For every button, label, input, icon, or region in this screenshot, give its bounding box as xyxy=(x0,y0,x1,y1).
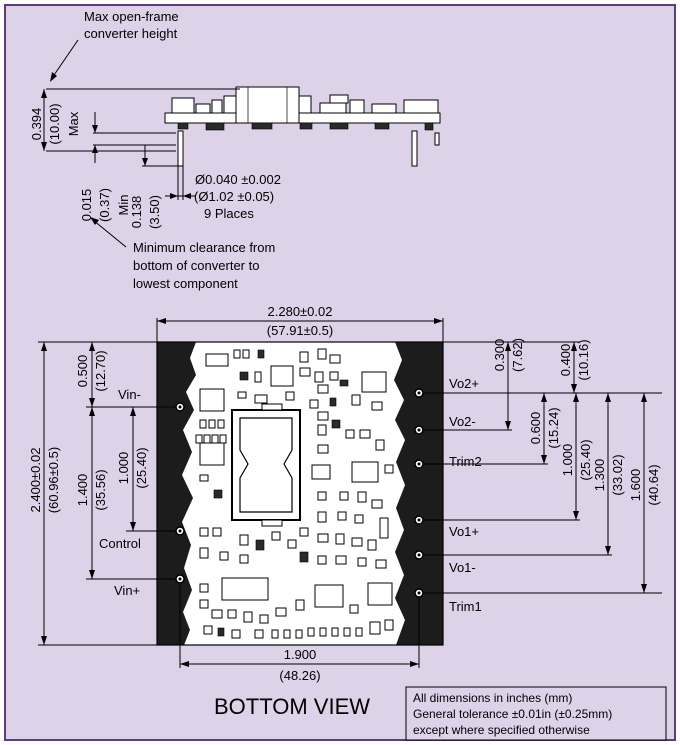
right-dim-3-mm: (25.40) xyxy=(578,439,593,480)
height-in: 0.394 xyxy=(29,108,44,141)
left-dim-1-in: 1.400 xyxy=(75,474,90,507)
notes-line2: General tolerance ±0.01in (±0.25mm) xyxy=(413,707,612,721)
side-board xyxy=(164,112,441,124)
left-edge-strip xyxy=(157,342,196,645)
notes-line1: All dimensions in inches (mm) xyxy=(413,691,572,705)
right-dim-5-mm: (40.64) xyxy=(646,464,661,505)
left-dim-2-in: 1.000 xyxy=(116,452,131,485)
pin-length-mm: (3.50) xyxy=(147,195,162,229)
right-dim-4-mm: (33.02) xyxy=(610,454,625,495)
height-mm: (10.00) xyxy=(47,103,62,144)
side-view: Max open-frame converter height xyxy=(29,9,441,291)
clearance-note-line2: bottom of converter to xyxy=(133,258,259,273)
right-dim-2-in: 0.600 xyxy=(528,412,543,445)
board-height-in: 2.400±0.02 xyxy=(28,448,43,513)
pin-diameter-mm: (Ø1.02 ±0.05) xyxy=(194,189,274,204)
clearance-qualifier: Min xyxy=(116,195,131,216)
board-width-mm: (57.91±0.5) xyxy=(267,323,333,338)
small-components xyxy=(195,348,394,639)
pin-label-vin-plus: Vin+ xyxy=(114,583,140,598)
clearance-in: 0.015 xyxy=(79,189,94,222)
board-width-in: 2.280±0.02 xyxy=(268,304,333,319)
right-dim-5-in: 1.600 xyxy=(628,469,643,502)
right-dim-4-in: 1.300 xyxy=(592,459,607,492)
left-dim-0-mm: (12.70) xyxy=(93,350,108,391)
clearance-note-line3: lowest component xyxy=(133,276,238,291)
pin-span-mm: (48.26) xyxy=(279,668,320,683)
pin-label-trim1: Trim1 xyxy=(449,599,482,614)
pin-span-in: 1.900 xyxy=(284,647,317,662)
left-dim-0-in: 0.500 xyxy=(75,355,90,388)
right-dim-1-in: 0.400 xyxy=(558,344,573,377)
height-note-line2: converter height xyxy=(84,26,178,41)
left-dim-2-mm: (25.40) xyxy=(134,447,149,488)
ics xyxy=(199,353,393,608)
bottom-view: 2.280±0.02 (57.91±0.5) 2.400±0.02 (60.96… xyxy=(28,304,662,719)
bottom-view-title: BOTTOM VIEW xyxy=(214,694,370,719)
height-qualifier: Max xyxy=(66,111,81,136)
pin-label-vo2-minus: Vo2- xyxy=(449,414,476,429)
pin-label-vo1-minus: Vo1- xyxy=(449,560,476,575)
clearance-mm: (0.37) xyxy=(97,188,112,222)
pin-label-trim2: Trim2 xyxy=(449,454,482,469)
pin-label-control: Control xyxy=(99,536,141,551)
right-dim-0-mm: (7.62) xyxy=(510,338,525,372)
height-note-leader xyxy=(51,39,79,79)
notes-line3: except where specified otherwise xyxy=(413,723,590,737)
pin-diameter-in: Ø0.040 ±0.002 xyxy=(195,172,281,187)
right-dim-1-mm: (10.16) xyxy=(576,339,591,380)
right-dim-3-in: 1.000 xyxy=(560,444,575,477)
height-note-line1: Max open-frame xyxy=(84,9,179,24)
pin-count: 9 Places xyxy=(204,206,254,221)
notes-box: All dimensions in inches (mm) General to… xyxy=(405,686,667,741)
left-dim-1-mm: (35.56) xyxy=(93,469,108,510)
right-dim-2-mm: (15.24) xyxy=(546,407,561,448)
pin-label-vin-minus: Vin- xyxy=(118,387,141,402)
right-dim-0-in: 0.300 xyxy=(492,339,507,372)
side-transformer xyxy=(235,86,300,124)
board-height-mm: (60.96±0.5) xyxy=(46,447,61,513)
right-edge-strip xyxy=(394,342,443,645)
pin-label-vo2-plus: Vo2+ xyxy=(449,376,479,391)
clearance-note-line1: Minimum clearance from xyxy=(133,240,275,255)
pin-label-vo1-plus: Vo1+ xyxy=(449,524,479,539)
pin-length-in: 0.138 xyxy=(129,196,144,229)
